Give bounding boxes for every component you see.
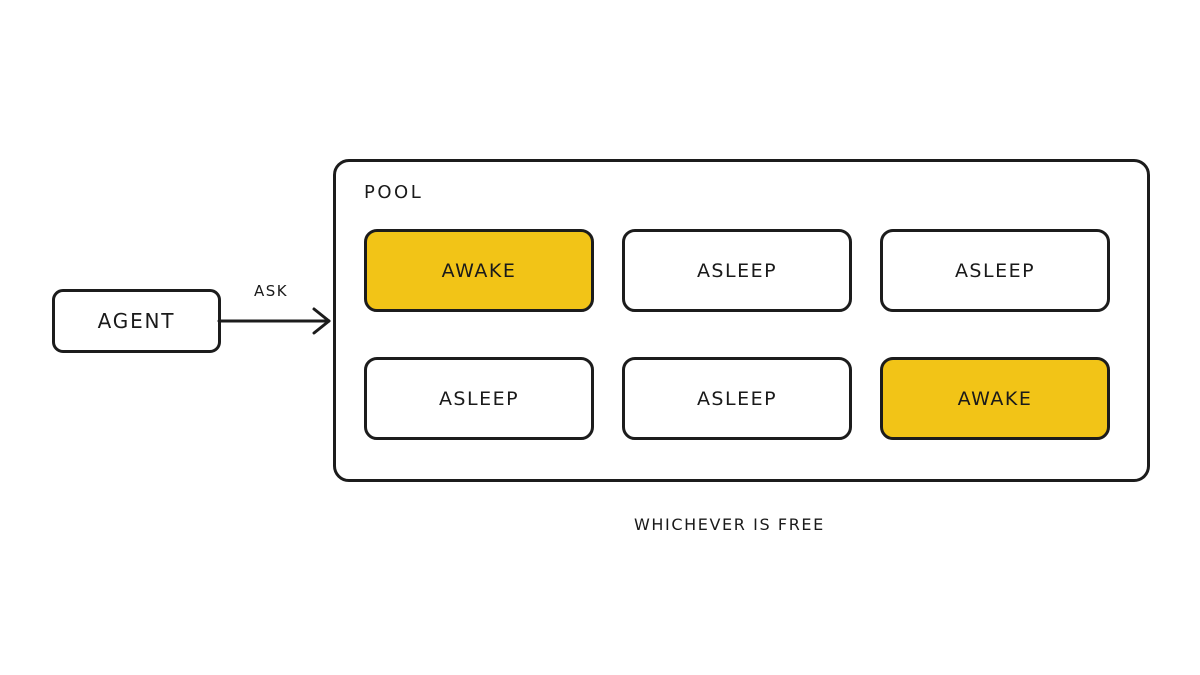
- agent-node: AGENT: [52, 289, 221, 353]
- pool-worker: AWAKE: [364, 229, 594, 312]
- agent-label: AGENT: [97, 309, 176, 333]
- worker-state: ASLEEP: [954, 259, 1036, 282]
- worker-state: ASLEEP: [696, 259, 778, 282]
- worker-state: ASLEEP: [696, 387, 778, 410]
- pool-worker: ASLEEP: [622, 357, 852, 440]
- pool-worker: AWAKE: [880, 357, 1110, 440]
- worker-state: AWAKE: [441, 259, 517, 282]
- pool-worker: ASLEEP: [880, 229, 1110, 312]
- worker-state: AWAKE: [957, 387, 1033, 410]
- pool-worker: ASLEEP: [364, 357, 594, 440]
- ask-arrow-icon: [217, 307, 331, 335]
- caption: WHICHEVER IS FREE: [634, 515, 825, 534]
- ask-label: ASK: [254, 282, 289, 300]
- pool-worker: ASLEEP: [622, 229, 852, 312]
- pool-label: POOL: [364, 182, 424, 203]
- worker-state: ASLEEP: [438, 387, 520, 410]
